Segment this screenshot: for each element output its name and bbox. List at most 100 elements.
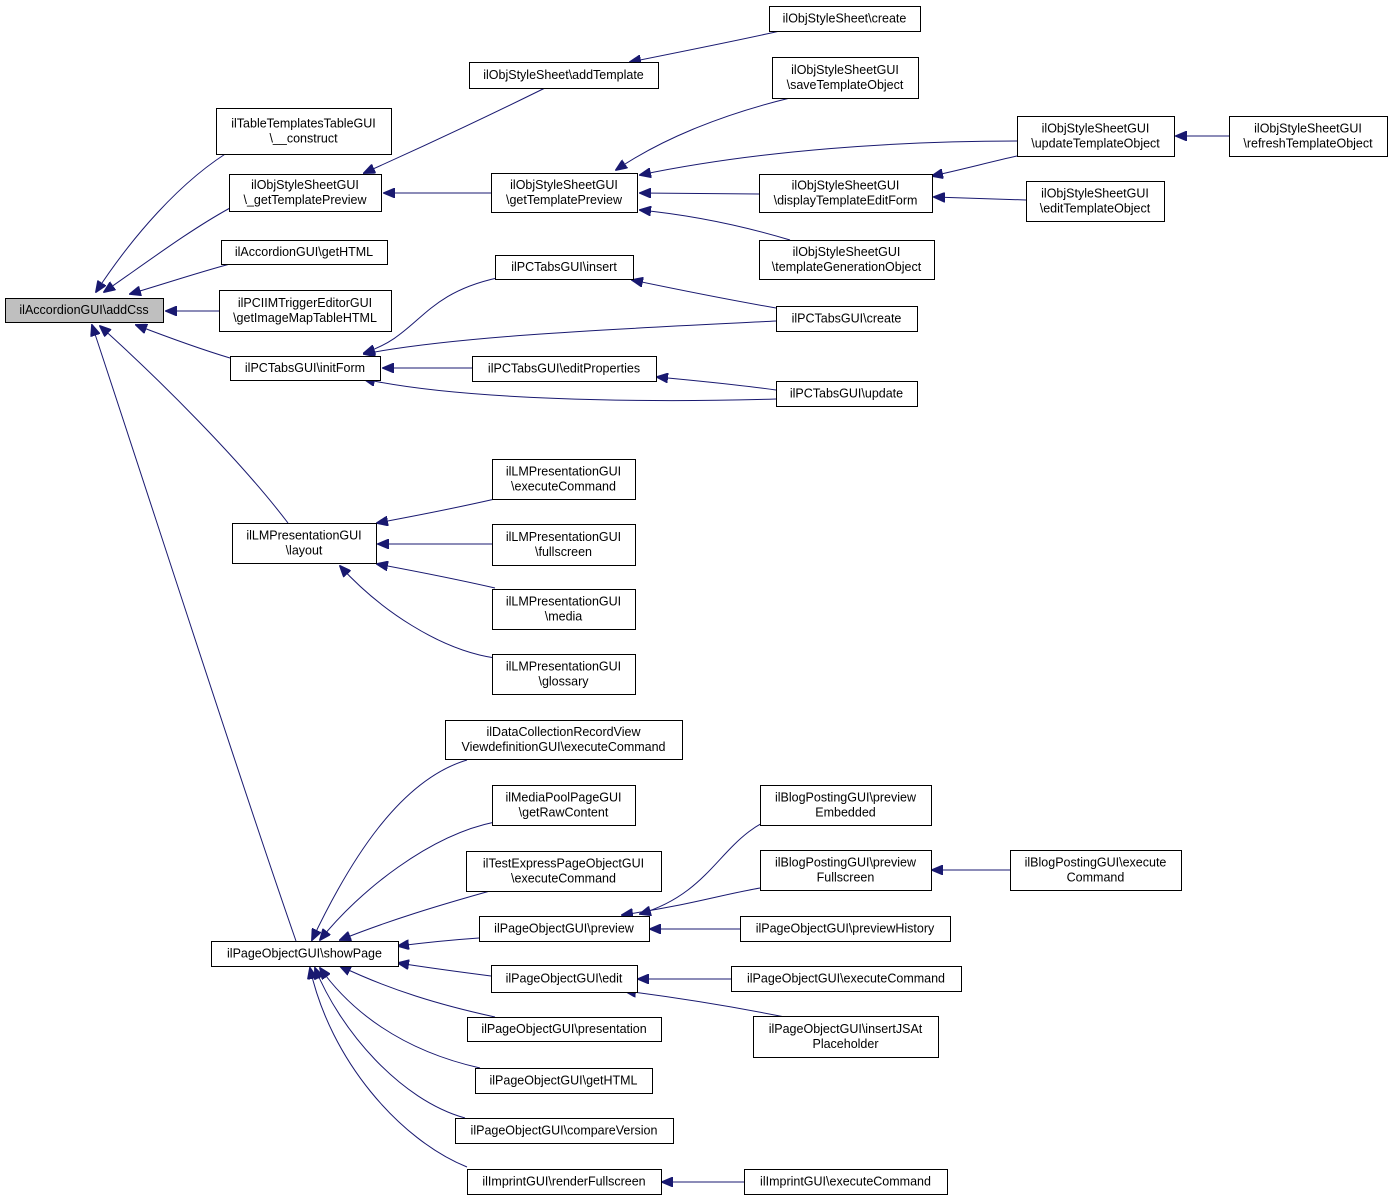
node-label: ilLMPresentationGUI (506, 660, 621, 674)
node-box (492, 589, 636, 630)
node-n11[interactable]: ilObjStyleSheetGUI\getTemplatePreview (491, 173, 638, 213)
node-label: \_getTemplatePreview (244, 193, 368, 207)
edge-n13-to-n15 (932, 155, 1018, 176)
edge-n10-to-n9 (630, 30, 781, 62)
node-label: \executeCommand (511, 480, 616, 494)
node-box (744, 1169, 948, 1195)
node-box (455, 1118, 674, 1144)
node-n28[interactable]: ilTestExpressPageObjectGUI\executeComman… (466, 851, 662, 892)
node-n20[interactable]: ilPCTabsGUI\editProperties (472, 356, 657, 382)
node-label: ilPageObjectGUI\preview (494, 922, 635, 936)
node-box (492, 785, 636, 826)
node-box (776, 306, 918, 332)
node-label: ilPageObjectGUI\edit (506, 972, 623, 986)
edge-n18-to-n6 (364, 277, 498, 353)
node-label: ilObjStyleSheet\create (783, 12, 907, 26)
node-n16[interactable]: ilObjStyleSheetGUI\editTemplateObject (1026, 181, 1165, 222)
node-box (760, 850, 932, 891)
node-label: ilTestExpressPageObjectGUI (483, 857, 644, 871)
node-label: \updateTemplateObject (1031, 137, 1160, 151)
node-n24[interactable]: ilLMPresentationGUI\media (492, 589, 636, 630)
node-label: \executeCommand (511, 872, 616, 886)
node-label: \getImageMapTableHTML (233, 311, 377, 325)
node-n29[interactable]: ilPageObjectGUI\preview (479, 916, 650, 942)
node-label: ilImprintGUI\executeCommand (760, 1175, 931, 1189)
node-n13[interactable]: ilObjStyleSheetGUI\updateTemplateObject (1017, 116, 1175, 157)
edge-n16-to-n15 (934, 197, 1027, 200)
node-n22[interactable]: ilLMPresentationGUI\executeCommand (492, 459, 636, 500)
node-n41[interactable]: ilImprintGUI\executeCommand (744, 1169, 948, 1195)
node-label: ilPageObjectGUI\compareVersion (471, 1124, 658, 1138)
node-box (445, 720, 683, 760)
edge-n3-to-n1 (104, 207, 231, 292)
node-label: ilTableTemplatesTableGUI (231, 117, 376, 131)
edge-n21-to-n20 (657, 377, 777, 391)
node-n5[interactable]: ilPCIIMTriggerEditorGUI\getImageMapTable… (219, 290, 392, 332)
node-n10[interactable]: ilObjStyleSheet\create (769, 6, 921, 32)
node-label: ilObjStyleSheetGUI (793, 245, 901, 259)
node-n31[interactable]: ilPageObjectGUI\presentation (467, 1017, 662, 1042)
edge-n27-to-n8 (320, 821, 496, 940)
node-n1[interactable]: ilAccordionGUI\addCss (5, 298, 164, 323)
edge-n19-to-n6 (364, 320, 777, 354)
node-n33[interactable]: ilPageObjectGUI\compareVersion (455, 1118, 674, 1144)
node-label: ilObjStyleSheetGUI (1042, 122, 1150, 136)
edge-n4-to-n1 (130, 263, 231, 294)
node-box (759, 174, 933, 213)
node-n17[interactable]: ilObjStyleSheetGUI\templateGenerationObj… (759, 240, 935, 280)
node-n37[interactable]: ilBlogPostingGUI\executeCommand (1010, 850, 1182, 891)
node-box (772, 57, 919, 99)
edge-n33-to-n8 (315, 968, 466, 1119)
node-n32[interactable]: ilPageObjectGUI\getHTML (475, 1068, 653, 1094)
node-n26[interactable]: ilDataCollectionRecordViewViewdefinition… (445, 720, 683, 760)
node-n7[interactable]: ilLMPresentationGUI\layout (232, 523, 377, 564)
nodes: ilAccordionGUI\addCss ilTableTemplatesTab… (5, 6, 1388, 1195)
node-n12[interactable]: ilObjStyleSheetGUI\saveTemplateObject (772, 57, 919, 99)
node-box (475, 1068, 653, 1094)
node-box (492, 654, 636, 695)
node-n21[interactable]: ilPCTabsGUI\update (776, 381, 918, 407)
node-label: ilAccordionGUI\addCss (19, 303, 148, 317)
node-n38[interactable]: ilPageObjectGUI\previewHistory (740, 916, 951, 942)
edge-n36-to-n29 (622, 887, 761, 915)
edge-n40-to-n30 (625, 991, 791, 1019)
node-n23[interactable]: ilLMPresentationGUI\fullscreen (492, 524, 636, 566)
node-n30[interactable]: ilPageObjectGUI\edit (491, 965, 638, 993)
node-label: ilPageObjectGUI\getHTML (490, 1074, 638, 1088)
node-n19[interactable]: ilPCTabsGUI\create (776, 306, 918, 332)
node-box (1026, 181, 1165, 222)
node-n6[interactable]: ilPCTabsGUI\initForm (230, 356, 381, 381)
node-box (731, 966, 962, 992)
node-label: Fullscreen (817, 871, 875, 885)
node-n14[interactable]: ilObjStyleSheetGUI\refreshTemplateObject (1229, 116, 1388, 157)
node-box (229, 174, 382, 212)
node-n39[interactable]: ilPageObjectGUI\executeCommand (731, 966, 962, 992)
node-n27[interactable]: ilMediaPoolPageGUI\getRawContent (492, 785, 636, 826)
node-box (1229, 116, 1388, 157)
node-box (776, 381, 918, 407)
edges (92, 30, 1229, 1182)
node-box (760, 785, 932, 826)
node-label: ilLMPresentationGUI (506, 530, 621, 544)
node-n25[interactable]: ilLMPresentationGUI\glossary (492, 654, 636, 695)
node-n15[interactable]: ilObjStyleSheetGUI\displayTemplateEditFo… (759, 174, 933, 213)
node-box (769, 6, 921, 32)
node-box (467, 1169, 662, 1195)
node-n4[interactable]: ilAccordionGUI\getHTML (221, 240, 388, 265)
node-box (491, 173, 638, 213)
node-label: \saveTemplateObject (787, 78, 904, 92)
node-n18[interactable]: ilPCTabsGUI\insert (495, 255, 634, 280)
node-box (759, 240, 935, 280)
node-n8[interactable]: ilPageObjectGUI\showPage (211, 941, 399, 967)
node-label: ilPCTabsGUI\editProperties (488, 362, 640, 376)
node-n2[interactable]: ilTableTemplatesTableGUI\__construct (216, 108, 392, 155)
node-n34[interactable]: ilImprintGUI\renderFullscreen (467, 1169, 662, 1195)
edge-n12-to-n11 (616, 97, 791, 170)
node-n9[interactable]: ilObjStyleSheet\addTemplate (469, 62, 659, 89)
node-label: ilImprintGUI\renderFullscreen (482, 1175, 645, 1189)
node-n3[interactable]: ilObjStyleSheetGUI\_getTemplatePreview (229, 174, 382, 212)
